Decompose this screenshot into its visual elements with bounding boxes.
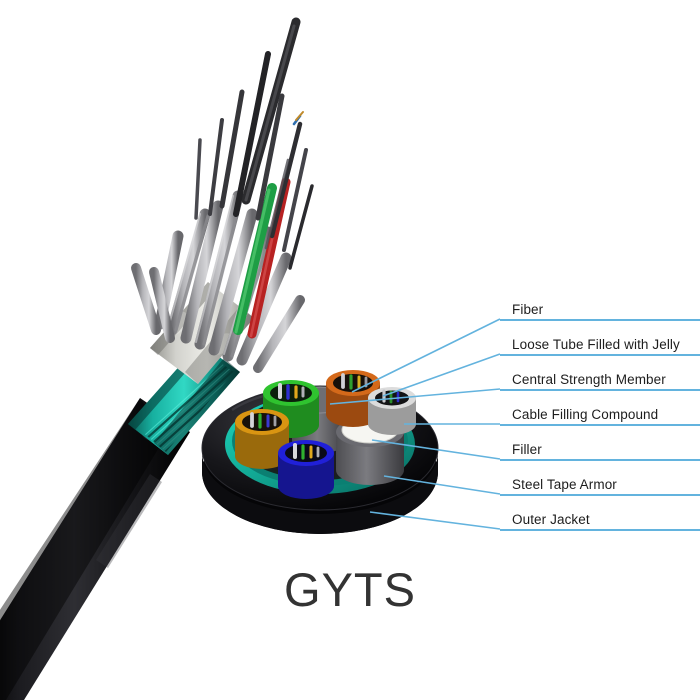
exposed-fibers	[194, 17, 314, 270]
loose-tube-blue	[278, 440, 334, 499]
loose-tube-orange-upper	[326, 370, 380, 427]
leader-line	[382, 353, 501, 397]
loose-tubes-group	[235, 370, 416, 499]
leader-line	[383, 475, 501, 495]
loose-tube-bundle	[131, 177, 305, 373]
loose-tube-amber	[235, 409, 289, 469]
page-title: GYTS	[284, 563, 416, 616]
leader-line	[329, 388, 501, 405]
leader-line	[371, 439, 501, 460]
leader-line	[369, 511, 501, 530]
leader-line	[351, 318, 501, 393]
